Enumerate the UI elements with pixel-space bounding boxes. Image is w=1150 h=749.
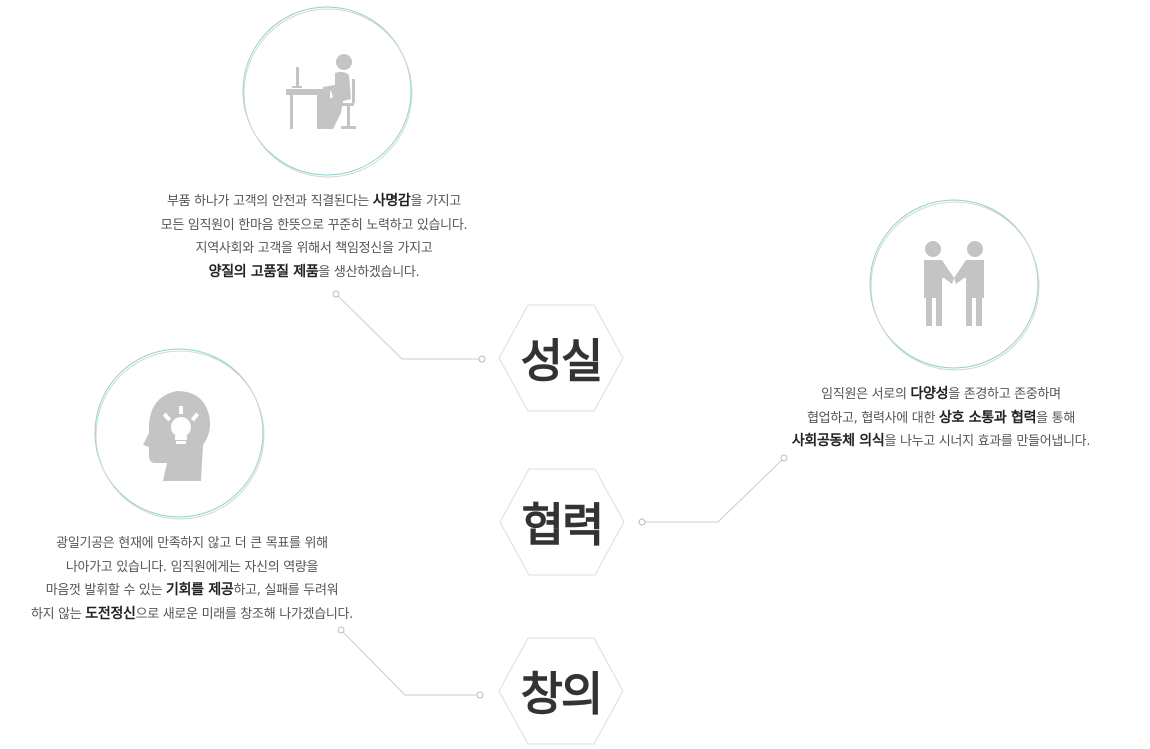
description-line: 광일기공은 현재에 만족하지 않고 더 큰 목표를 위해 xyxy=(31,532,353,556)
highlight-text: 도전정신 xyxy=(85,605,136,622)
keyword-sincerity: 성실 xyxy=(520,334,604,388)
highlight-text: 사회공동체 의식 xyxy=(791,433,885,449)
text-segment: 모든 임직원이 한마음 한뜻으로 꾸준히 노력하고 있습니다. xyxy=(160,217,468,233)
connector-cooperation xyxy=(643,457,785,523)
description-line: 나아가고 있습니다. 임직원에게는 자신의 역량을 xyxy=(31,556,353,580)
text-segment: 을 존경하고 존중하며 xyxy=(948,387,1061,402)
description-line: 사회공동체 의식을 나누고 시너지 효과를 만들어냅니다. xyxy=(791,430,1091,454)
hexagon-creativity: 창의 xyxy=(498,637,624,745)
text-segment: 부품 하나가 고객의 안전과 직결된다는 xyxy=(167,194,373,209)
hexagon-shape xyxy=(499,468,625,576)
icon-circle-creativity xyxy=(93,347,265,520)
connector-dot xyxy=(478,355,486,363)
text-segment: 하고, 실패를 두려워 xyxy=(233,583,339,598)
description-line: 모든 임직원이 한마음 한뜻으로 꾸준히 노력하고 있습니다. xyxy=(161,214,468,238)
description-line: 하지 않는 도전정신으로 새로운 미래를 창조해 나가겠습니다. xyxy=(31,603,353,627)
text-segment: 협업하고, 협력사에 대한 xyxy=(807,410,939,426)
connector-creativity xyxy=(340,629,478,696)
text-segment: 을 생산하겠습니다. xyxy=(318,264,420,280)
description-line: 양질의 고품질 제품을 생산하겠습니다. xyxy=(161,261,468,285)
hexagon-cooperation: 협력 xyxy=(499,468,625,576)
icon-circle-sincerity xyxy=(241,5,413,178)
text-segment: 광일기공은 현재에 만족하지 않고 더 큰 목표를 위해 xyxy=(56,536,328,551)
highlight-text: 사명감 xyxy=(372,193,411,209)
hexagon-sincerity: 성실 xyxy=(498,304,624,412)
text-segment: 임직원은 서로의 xyxy=(821,387,911,402)
description-line: 지역사회와 고객을 위해서 책임정신을 가지고 xyxy=(161,237,468,261)
hexagon-shape xyxy=(498,304,624,412)
description-line: 협업하고, 협력사에 대한 상호 소통과 협력을 통해 xyxy=(792,407,1090,431)
highlight-text: 기회를 제공 xyxy=(166,582,234,598)
keyword-creativity: 창의 xyxy=(520,667,604,721)
connector-dot xyxy=(337,626,345,634)
description-line: 마음껏 발휘할 수 있는 기회를 제공하고, 실패를 두려워 xyxy=(31,579,353,603)
handshake-icon xyxy=(924,241,984,326)
text-segment: 을 통해 xyxy=(1036,410,1075,426)
text-segment: 으로 새로운 미래를 창조해 나가겠습니다. xyxy=(135,606,354,622)
office-worker-icon xyxy=(286,54,356,129)
hexagon-shape xyxy=(498,637,624,745)
connector-dot xyxy=(638,518,646,526)
text-segment: 을 가지고 xyxy=(410,194,461,209)
icon-circle-cooperation xyxy=(868,198,1040,371)
keyword-cooperation: 협력 xyxy=(521,498,605,552)
text-segment: 을 나누고 시너지 효과를 만들어냅니다. xyxy=(884,434,1091,449)
highlight-text: 양질의 고품질 제품 xyxy=(208,263,319,280)
highlight-text: 다양성 xyxy=(910,386,949,402)
text-segment: 나아가고 있습니다. 임직원에게는 자신의 역량을 xyxy=(65,559,319,575)
text-segment: 마음껏 발휘할 수 있는 xyxy=(45,583,166,598)
description-line: 임직원은 서로의 다양성을 존경하고 존중하며 xyxy=(792,383,1090,407)
description-line: 부품 하나가 고객의 안전과 직결된다는 사명감을 가지고 xyxy=(161,190,468,214)
head-lightbulb-icon xyxy=(143,391,211,481)
connector-dot xyxy=(332,290,340,298)
connector-sincerity xyxy=(335,293,480,360)
text-segment: 하지 않는 xyxy=(30,606,86,622)
highlight-text: 상호 소통과 협력 xyxy=(938,409,1037,426)
text-segment: 지역사회와 고객을 위해서 책임정신을 가지고 xyxy=(195,241,433,256)
circle-ring xyxy=(869,199,1040,371)
connector-dot xyxy=(780,454,788,462)
connector-dot xyxy=(476,691,484,699)
